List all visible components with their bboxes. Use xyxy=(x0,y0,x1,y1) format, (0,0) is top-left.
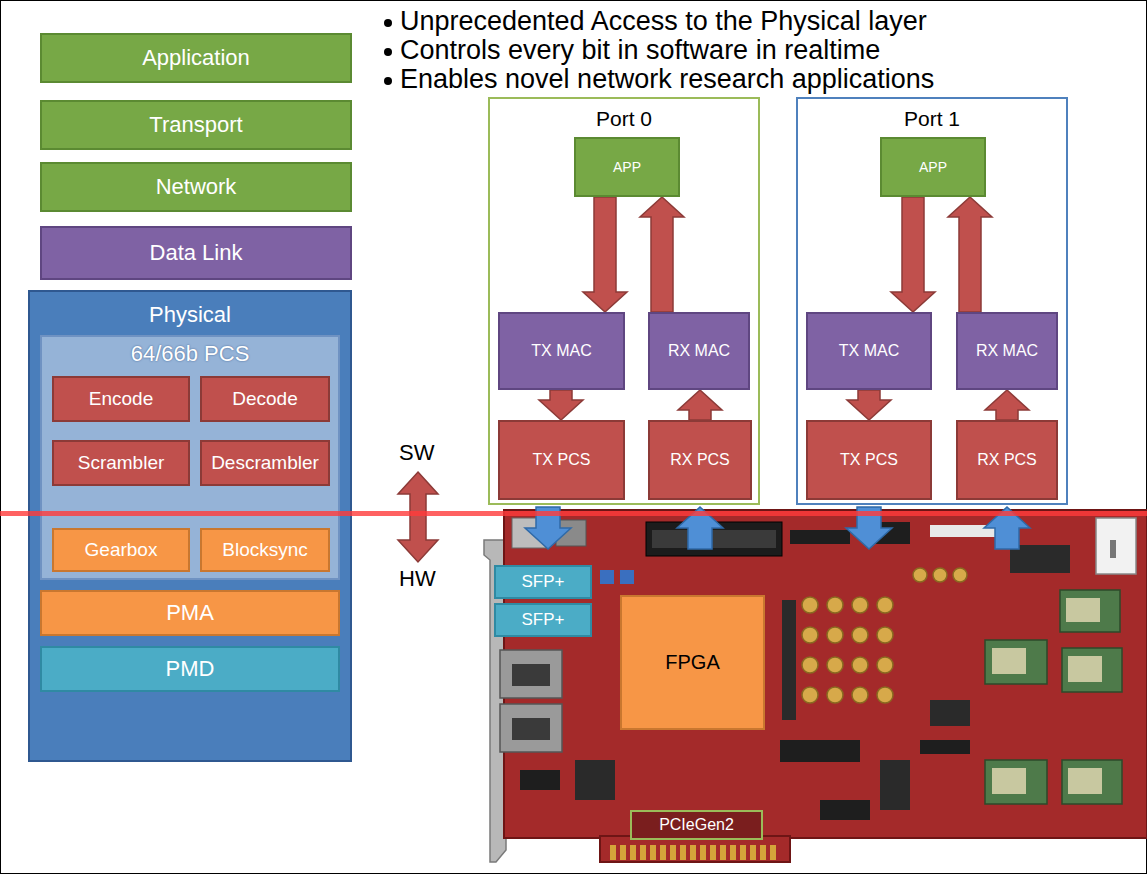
physical-layer-box: Physical 64/66b PCS Encode DecodeScrambler D… xyxy=(28,290,352,762)
flow-arrow xyxy=(948,197,992,312)
pcs-function-box: Encode xyxy=(52,376,190,422)
box-label: Data Link xyxy=(150,240,243,265)
box-label: TX PCS xyxy=(840,451,898,469)
box-heading: Physical xyxy=(30,302,350,327)
fpga-chip-box: FPGA xyxy=(620,595,765,730)
sublayer-box: PMD xyxy=(40,646,340,692)
box-label: TX MAC xyxy=(839,342,899,360)
layer-side-label: HW xyxy=(399,566,436,591)
bullet-dot xyxy=(384,77,392,85)
pcs-box: RX PCS xyxy=(648,420,752,500)
box-heading: Port 1 xyxy=(798,107,1066,131)
app-box: APP xyxy=(574,137,680,197)
bullet-text: Unprecedented Access to the Physical lay… xyxy=(400,6,927,37)
hardware-function-box: Gearbox xyxy=(52,528,190,572)
box-label: TX PCS xyxy=(533,451,591,469)
flow-arrow xyxy=(985,390,1029,420)
box-label: Network xyxy=(156,174,237,199)
layer-box: Application xyxy=(40,33,352,83)
box-label: RX PCS xyxy=(977,451,1037,469)
box-label: Descrambler xyxy=(211,452,319,474)
pcb-board xyxy=(500,510,1147,862)
layer-box: Transport xyxy=(40,100,352,150)
port-box: Port 1 APP TX MAC RX MAC TX PCS RX PCS xyxy=(796,97,1068,505)
box-label: Blocksync xyxy=(222,539,308,561)
mac-box: TX MAC xyxy=(806,312,932,390)
box-label: RX PCS xyxy=(670,451,730,469)
sfp-port-box: SFP+ xyxy=(494,565,592,599)
bullet-text: Controls every bit in software in realti… xyxy=(400,35,880,66)
box-label: PMA xyxy=(166,600,214,625)
box-label: Application xyxy=(142,45,250,70)
pcs-function-box: Decode xyxy=(200,376,330,422)
box-label: APP xyxy=(919,159,947,175)
box-label: APP xyxy=(613,159,641,175)
app-box: APP xyxy=(880,137,986,197)
mac-box: RX MAC xyxy=(648,312,750,390)
flow-arrow xyxy=(583,197,627,312)
pcs-box: TX PCS xyxy=(806,420,932,500)
pcs-box: 64/66b PCS Encode DecodeScrambler Descrambl… xyxy=(40,335,340,580)
pcie-connector-box: PCIeGen2 xyxy=(630,810,763,840)
pcs-function-box: Scrambler xyxy=(52,440,190,486)
flow-arrow xyxy=(539,390,583,420)
box-label: FPGA xyxy=(665,651,719,674)
box-label: Transport xyxy=(149,112,242,137)
box-label: TX MAC xyxy=(531,342,591,360)
flow-arrow xyxy=(678,390,722,420)
mac-box: TX MAC xyxy=(498,312,625,390)
bullet-dot xyxy=(384,48,392,56)
sublayer-box: PMA xyxy=(40,590,340,636)
pcs-function-box: Descrambler xyxy=(200,440,330,486)
box-label: PMD xyxy=(166,656,215,681)
box-label: PCIeGen2 xyxy=(659,816,734,834)
layer-side-label: SW xyxy=(399,440,434,465)
box-heading: 64/66b PCS xyxy=(42,341,338,366)
mac-box: RX MAC xyxy=(956,312,1058,390)
flow-arrow xyxy=(847,390,891,420)
box-label: SFP+ xyxy=(522,572,565,592)
sw-hw-boundary xyxy=(0,511,1147,516)
sfp-port-box: SFP+ xyxy=(494,603,592,637)
box-label: Encode xyxy=(89,388,153,410)
pcs-box: TX PCS xyxy=(498,420,625,500)
box-heading: Port 0 xyxy=(490,107,758,131)
box-label: Scrambler xyxy=(78,452,165,474)
flow-arrow xyxy=(640,197,684,312)
flow-arrow xyxy=(891,197,935,312)
box-label: Gearbox xyxy=(85,539,158,561)
bullet-dot xyxy=(384,19,392,27)
sw-hw-arrow xyxy=(398,472,438,562)
box-label: Decode xyxy=(232,388,298,410)
sw-hw-boundary-segment xyxy=(40,511,340,516)
layer-box: Data Link xyxy=(40,226,352,280)
hardware-function-box: Blocksync xyxy=(200,528,330,572)
box-label: SFP+ xyxy=(522,610,565,630)
layer-box: Network xyxy=(40,162,352,212)
box-label: RX MAC xyxy=(668,342,730,360)
box-label: RX MAC xyxy=(976,342,1038,360)
pcs-box: RX PCS xyxy=(956,420,1058,500)
bullet-text: Enables novel network research applicati… xyxy=(400,64,934,95)
port-box: Port 0 APP TX MAC RX MAC TX PCS RX PCS xyxy=(488,97,760,505)
